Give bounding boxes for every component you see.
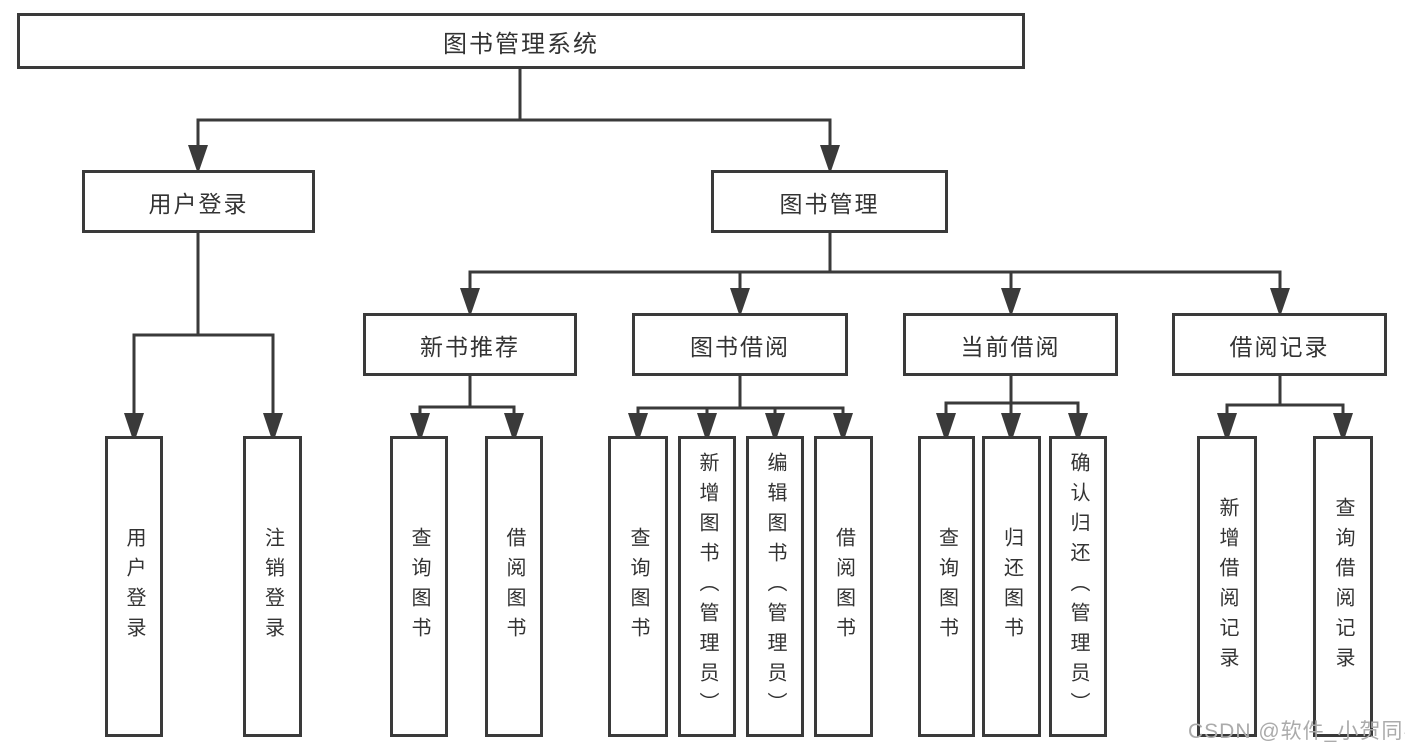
leaf-query-borrow-record: 查询借阅记录 — [1313, 436, 1373, 737]
node-borrowing-records: 借阅记录 — [1172, 313, 1387, 376]
leaf-query-books-recommend: 查询图书 — [390, 436, 448, 737]
leaf-confirm-return-admin: 确认归还（管理员） — [1049, 436, 1107, 737]
node-book-management-branch: 图书管理 — [711, 170, 948, 233]
node-label: 新增图书（管理员） — [696, 451, 718, 722]
leaf-borrow-books-borrowing: 借阅图书 — [814, 436, 873, 737]
node-label: 查询借阅记录 — [1332, 496, 1354, 677]
node-label: 图书管理系统 — [443, 30, 599, 58]
leaf-query-books-borrowing: 查询图书 — [608, 436, 668, 737]
node-label: 查询图书 — [408, 526, 430, 647]
leaf-return-books: 归还图书 — [982, 436, 1041, 737]
node-label: 注销登录 — [261, 526, 284, 647]
node-label: 新增借阅记录 — [1216, 496, 1238, 677]
node-label: 归还图书 — [1000, 526, 1023, 647]
node-label: 用户登录 — [123, 526, 145, 647]
node-label: 新书推荐 — [420, 333, 520, 360]
node-current-borrowing: 当前借阅 — [903, 313, 1118, 376]
node-label: 图书管理 — [779, 190, 880, 217]
node-label: 图书借阅 — [690, 333, 790, 360]
leaf-add-borrow-record: 新增借阅记录 — [1197, 436, 1257, 737]
leaf-logout: 注销登录 — [243, 436, 302, 737]
leaf-edit-books-admin: 编辑图书（管理员） — [746, 436, 804, 737]
node-label: 当前借阅 — [960, 333, 1061, 360]
node-label: 确认归还（管理员） — [1067, 451, 1089, 722]
csdn-watermark: CSDN @软件_小贺同学 — [1188, 720, 1405, 743]
leaf-borrow-books-recommend: 借阅图书 — [485, 436, 543, 737]
node-root-system: 图书管理系统 — [17, 13, 1025, 69]
node-label: 借阅图书 — [503, 526, 525, 647]
leaf-add-books-admin: 新增图书（管理员） — [678, 436, 736, 737]
node-label: 用户登录 — [148, 190, 249, 217]
node-user-login-branch: 用户登录 — [82, 170, 315, 233]
node-label: 查询图书 — [627, 526, 649, 647]
leaf-user-login: 用户登录 — [105, 436, 163, 737]
leaf-query-books-current: 查询图书 — [918, 436, 975, 737]
node-label: 借阅记录 — [1229, 333, 1330, 360]
node-label: 编辑图书（管理员） — [764, 451, 786, 722]
node-label: 借阅图书 — [832, 526, 855, 647]
node-label: 查询图书 — [935, 526, 958, 647]
node-book-borrowing: 图书借阅 — [632, 313, 848, 376]
node-new-book-recommendation: 新书推荐 — [363, 313, 577, 376]
